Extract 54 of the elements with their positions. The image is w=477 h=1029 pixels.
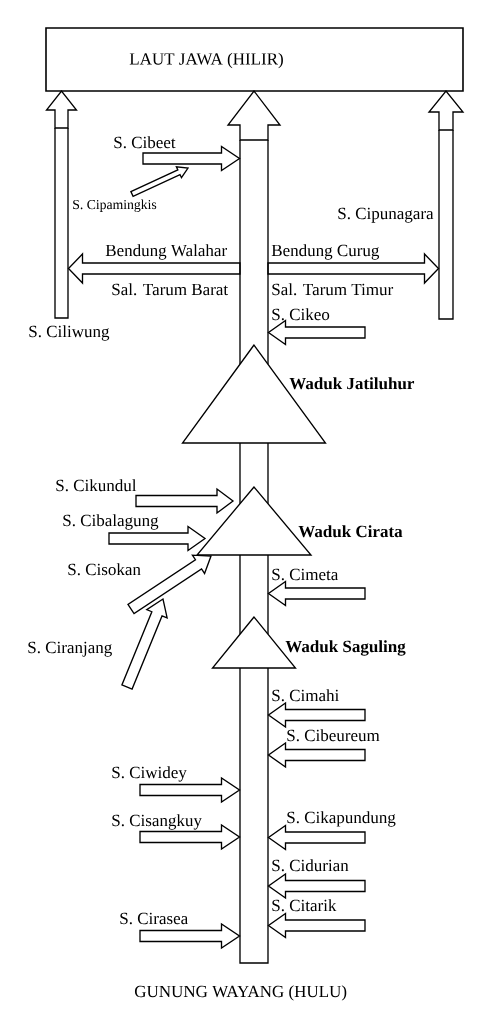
river-arrow — [427, 89, 465, 131]
source-label: GUNUNG WAYANG (HULU) — [134, 985, 347, 1001]
river-name: S. Cibeet — [114, 136, 176, 149]
river-name: S. Cibeureum — [287, 729, 380, 742]
tributary-arrow — [267, 741, 366, 769]
river-name: S. Cirasea — [120, 912, 188, 925]
river-name: S. Cisangkuy — [112, 814, 202, 830]
river-channel — [239, 442, 269, 505]
river-name: S. Ciranjang — [28, 641, 112, 657]
river-channel — [239, 139, 269, 365]
river-name: S. Cidurian — [272, 859, 349, 872]
river-name: S. Citarik — [272, 899, 337, 912]
river-name: S. Cipunagara — [338, 207, 434, 223]
tributary-arrow — [139, 823, 241, 851]
tributary-arrow — [127, 554, 212, 615]
river-arrow — [45, 89, 78, 129]
weir-label: Bendung Curug — [271, 244, 380, 260]
tributary-arrow — [267, 580, 366, 607]
canal-arrow — [67, 252, 241, 285]
river-name: S. Ciliwung — [29, 325, 110, 341]
tributary-arrow — [121, 597, 169, 690]
tributary-arrow — [139, 776, 241, 804]
river-name: S. Cikeo — [272, 308, 330, 321]
tributary-arrow — [108, 525, 207, 552]
river-name: S. Cisokan — [68, 563, 141, 576]
river-name: S. Cikapundung — [287, 811, 396, 827]
tributary-arrow — [267, 824, 366, 851]
edge-label: Sal. Tarum Barat — [112, 283, 228, 296]
river-name: S. Ciwidey — [112, 766, 187, 782]
river-name: S. Cibalagung — [63, 514, 159, 530]
river-channel — [438, 129, 454, 320]
tributary-arrow — [267, 912, 366, 939]
tributary-arrow — [267, 701, 366, 729]
canal-arrow — [267, 252, 440, 285]
outlet-box: LAUT JAWA (HILIR) — [45, 27, 464, 92]
tributary-arrow — [267, 872, 366, 900]
reservoir-name: Waduk Jatiluhur — [289, 377, 415, 390]
reservoir-name: Waduk Cirata — [298, 525, 403, 538]
river-channel — [239, 554, 269, 635]
river-name: S. Cikundul — [56, 479, 137, 492]
tributary-arrow — [267, 319, 366, 346]
edge-label: Sal. Tarum Timur — [272, 283, 394, 296]
reservoir-name: Waduk Saguling — [285, 640, 406, 656]
river-channel — [239, 667, 269, 964]
river-channel — [54, 127, 69, 319]
tributary-arrow — [142, 145, 241, 172]
tributary-arrow — [139, 922, 241, 950]
river-name: S. Cimahi — [272, 689, 339, 702]
tributary-arrow — [130, 166, 190, 198]
river-name: S. Cipamingkis — [73, 199, 157, 212]
tributary-arrow — [135, 487, 235, 515]
river-name: S. Cimeta — [272, 568, 339, 581]
river-arrow — [226, 89, 282, 141]
weir-label: Bendung Walahar — [105, 244, 227, 260]
